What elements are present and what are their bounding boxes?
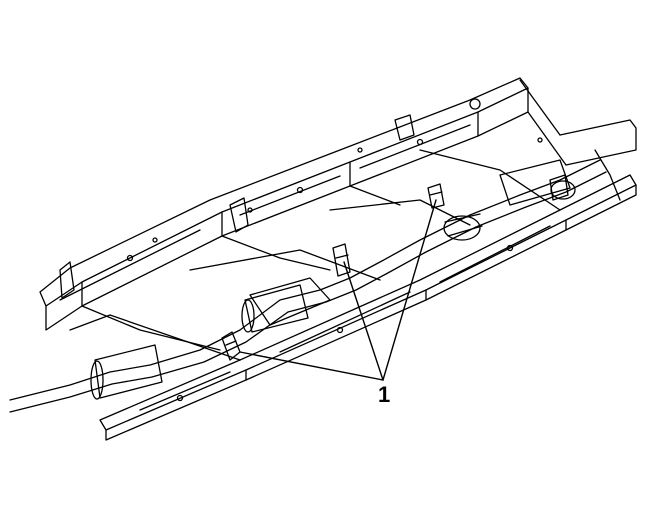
leader-line-front-hanger bbox=[239, 351, 384, 381]
left-frame-rail bbox=[39, 77, 529, 331]
frame-hardware-details bbox=[59, 114, 569, 299]
leader-line-rear-hanger bbox=[382, 199, 437, 381]
cross-members bbox=[69, 149, 561, 361]
right-frame-rail bbox=[99, 174, 637, 441]
rear-cross-members bbox=[519, 79, 637, 201]
callout-label-1: 1 bbox=[378, 382, 391, 407]
exhaust-system bbox=[9, 159, 607, 413]
leader-line-middle-hanger bbox=[343, 261, 384, 381]
callout-leader-lines bbox=[239, 199, 437, 381]
exhaust-hangers bbox=[221, 183, 445, 361]
